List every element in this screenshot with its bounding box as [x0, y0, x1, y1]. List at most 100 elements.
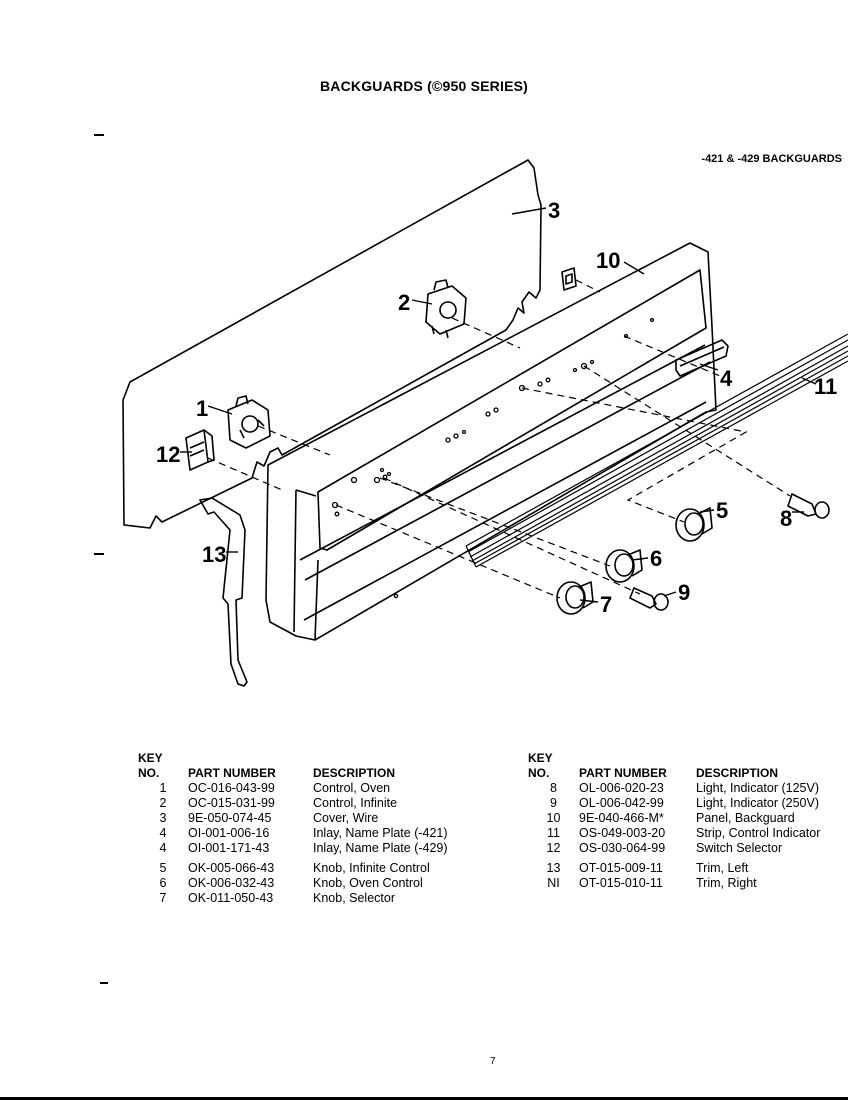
- part-number: OI-001-006-16: [188, 826, 270, 840]
- part-number: OC-015-031-99: [188, 796, 275, 810]
- part-number: 9E-040-466-M*: [579, 811, 664, 825]
- callout-3: 3: [548, 198, 560, 223]
- part-description: Control, Oven: [313, 781, 391, 795]
- part-description: Switch Selector: [696, 841, 783, 855]
- part-description: Inlay, Name Plate (-421): [313, 826, 448, 840]
- callout-13: 13: [202, 542, 226, 567]
- key-number: 11: [547, 826, 560, 840]
- part-description: Trim, Left: [696, 861, 749, 875]
- key-number: 4: [159, 841, 167, 855]
- oven-control-part: [227, 395, 271, 449]
- callout-leaders: [180, 207, 817, 603]
- part-number-header: PART NUMBER: [579, 766, 667, 780]
- part-description: Strip, Control Indicator: [696, 826, 821, 840]
- callout-4: 4: [720, 366, 733, 391]
- part-number: OL-006-042-99: [579, 796, 664, 810]
- parts-row: 9 OL-006-042-99 Light, Indicator (250V): [528, 796, 820, 812]
- part-description: Cover, Wire: [313, 811, 379, 825]
- part-description: Trim, Right: [696, 876, 757, 890]
- callout-11: 11: [814, 374, 837, 399]
- key-header-line2: NO.: [138, 766, 160, 780]
- assembly-lines: [207, 279, 791, 599]
- key-number: 4: [159, 826, 167, 840]
- parts-row: 4 OI-001-006-16 Inlay, Name Plate (-421): [138, 826, 448, 842]
- callout-10: 10: [596, 248, 620, 273]
- name-plate-part: [675, 339, 729, 377]
- key-number: 9: [550, 796, 557, 810]
- parts-row: 11 OS-049-003-20 Strip, Control Indicator: [528, 826, 821, 842]
- parts-row: 12 OS-030-064-99 Switch Selector: [528, 841, 820, 857]
- callout-8: 8: [780, 506, 792, 531]
- key-number: NI: [547, 876, 560, 890]
- margin-mark: [94, 134, 104, 136]
- infinite-control-part: [425, 279, 467, 339]
- knob-selector-part: [556, 581, 594, 615]
- page-number: 7: [490, 1056, 496, 1067]
- part-description: Knob, Oven Control: [313, 876, 423, 890]
- parts-row: 1 OC-016-043-99 Control, Oven: [138, 781, 448, 797]
- part-description: Light, Indicator (125V): [696, 781, 819, 795]
- wire-cover-part: [122, 159, 542, 529]
- panel-holes: [331, 317, 655, 599]
- callout-2: 2: [398, 290, 410, 315]
- part-description: Light, Indicator (250V): [696, 796, 819, 810]
- backguard-panel-part: [265, 242, 717, 641]
- description-header: DESCRIPTION: [313, 766, 396, 780]
- callout-12: 12: [156, 442, 180, 467]
- key-number: 7: [159, 891, 167, 905]
- callout-9: 9: [678, 580, 690, 605]
- part-number-header: PART NUMBER: [188, 766, 276, 780]
- key-number: 12: [546, 841, 561, 855]
- parts-row: 8 OL-006-020-23 Light, Indicator (125V): [528, 781, 820, 797]
- part-description: Knob, Selector: [313, 891, 395, 905]
- key-number: 5: [159, 861, 167, 875]
- margin-mark: [94, 553, 104, 555]
- parts-row: 2 OC-015-031-99 Control, Infinite: [138, 796, 448, 812]
- key-number: 3: [159, 811, 167, 825]
- part-number: OK-005-066-43: [188, 861, 275, 875]
- callout-5: 5: [716, 498, 728, 523]
- key-number: 13: [546, 861, 561, 875]
- diagram-subtitle: -421 & -429 BACKGUARDS: [701, 153, 842, 165]
- switch-selector-part: [185, 429, 215, 471]
- page-title: BACKGUARDS (©950 SERIES): [319, 78, 529, 94]
- indicator-strip-part: [465, 333, 848, 568]
- key-header-line1: KEY: [138, 751, 163, 765]
- parts-row: 5 OK-005-066-43 Knob, Infinite Control: [138, 857, 448, 877]
- part-number: OT-015-010-11: [579, 876, 663, 890]
- knob-infinite-part: [675, 507, 713, 542]
- part-number: OK-011-050-43: [188, 891, 274, 905]
- key-number: 1: [159, 781, 167, 795]
- margin-mark: [100, 982, 108, 984]
- callout-7: 7: [600, 592, 612, 617]
- callout-1: 1: [196, 396, 208, 421]
- key-number: 6: [159, 876, 167, 890]
- part-number: OI-001-171-43: [188, 841, 270, 855]
- key-header-line2: NO.: [528, 766, 550, 780]
- parts-row: NI OT-015-010-11 Trim, Right: [528, 876, 820, 892]
- part-number: OS-049-003-20: [579, 826, 666, 840]
- description-header: DESCRIPTION: [696, 766, 779, 780]
- part-number: OL-006-020-23: [579, 781, 664, 795]
- indicator-light-125v-part: [787, 493, 830, 519]
- clip-part: [561, 267, 577, 291]
- part-number: OC-016-043-99: [188, 781, 275, 795]
- part-description: Knob, Infinite Control: [313, 861, 430, 875]
- key-header-line1: KEY: [528, 751, 553, 765]
- key-number: 10: [546, 811, 561, 825]
- key-number: 2: [159, 796, 167, 810]
- knob-oven-part: [605, 549, 643, 583]
- bottom-rule: [0, 1097, 848, 1100]
- part-number: OS-030-064-99: [579, 841, 666, 855]
- parts-table-left: KEY NO. PART NUMBER DESCRIPTION 1 OC-016-…: [138, 751, 448, 907]
- part-number: OT-015-009-11: [579, 861, 663, 875]
- part-description: Inlay, Name Plate (-429): [313, 841, 448, 855]
- key-number: 8: [550, 781, 557, 795]
- parts-row: 7 OK-011-050-43 Knob, Selector: [138, 891, 448, 907]
- part-description: Control, Infinite: [313, 796, 398, 810]
